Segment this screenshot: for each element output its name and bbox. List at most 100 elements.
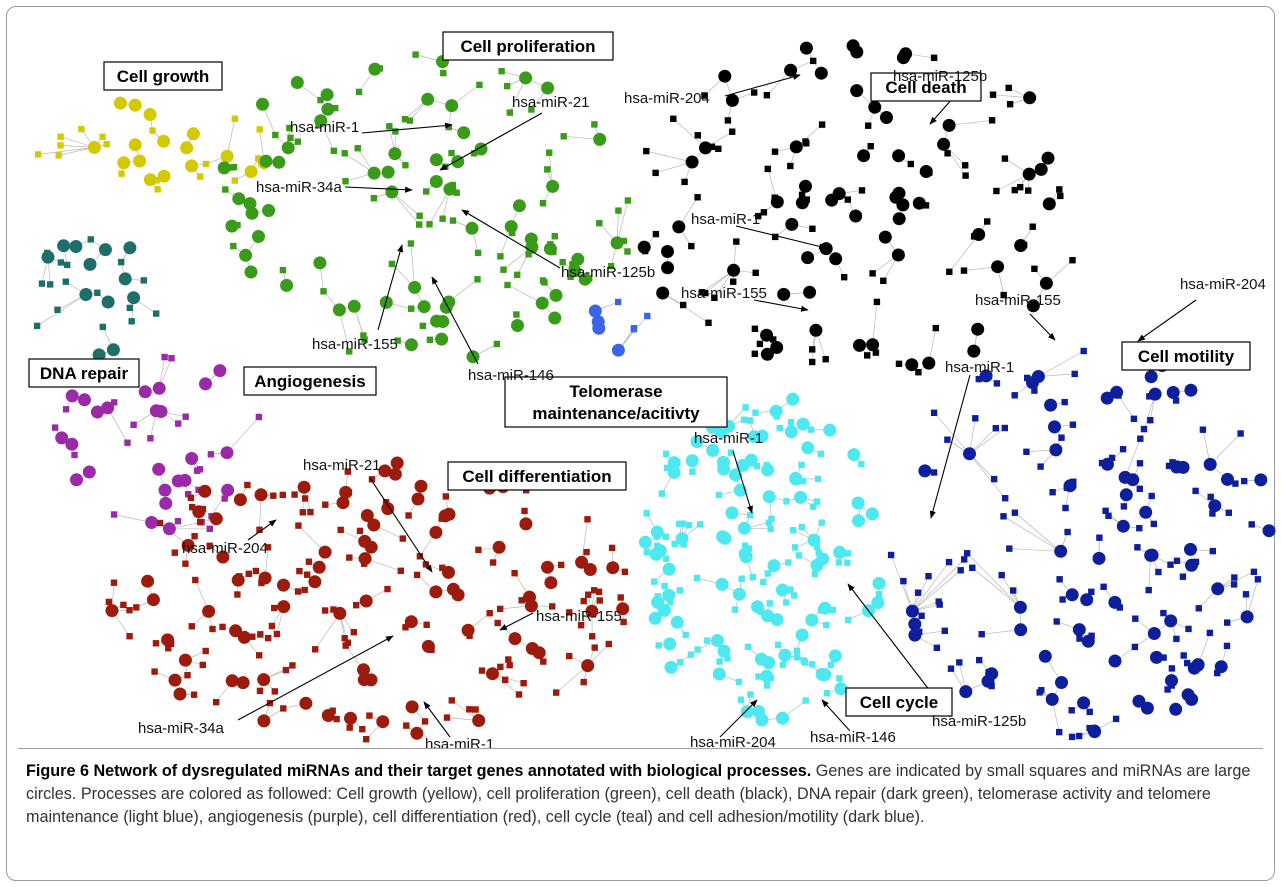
mirna-node — [213, 364, 227, 378]
mirna-arrow — [237, 635, 394, 721]
gene-node — [569, 261, 576, 268]
mirna-node — [1214, 660, 1228, 674]
gene-node — [1057, 192, 1064, 200]
gene-node — [360, 332, 367, 339]
cluster-title-cell-growth: Cell growth — [103, 61, 223, 91]
gene-node — [500, 266, 507, 273]
gene-node — [152, 640, 160, 647]
mirna-node — [98, 243, 112, 257]
gene-node — [255, 155, 262, 162]
mirna-arrow — [431, 276, 479, 365]
mirna-node — [716, 455, 730, 469]
gene-node — [753, 462, 761, 470]
gene-node — [401, 116, 409, 123]
mirna-node — [664, 660, 678, 674]
mirna-node — [789, 471, 803, 485]
gene-node — [1070, 478, 1077, 485]
gene-node — [255, 413, 263, 421]
gene-node — [544, 166, 551, 173]
figure-number: Figure 6 — [26, 762, 89, 780]
mirna-arrow — [423, 701, 451, 738]
gene-node — [171, 549, 178, 556]
gene-node — [57, 133, 64, 140]
gene-node — [304, 571, 311, 578]
gene-node — [299, 509, 306, 516]
gene-node — [624, 197, 632, 204]
network-edge — [966, 553, 1021, 608]
gene-node — [185, 491, 192, 498]
mirna-node — [299, 696, 313, 710]
gene-node — [962, 162, 969, 169]
mirna-node — [891, 248, 905, 262]
gene-node — [802, 138, 809, 145]
gene-node — [794, 654, 801, 661]
gene-node — [735, 678, 743, 686]
gene-node — [711, 294, 718, 301]
gene-node — [1167, 561, 1174, 568]
gene-node — [831, 656, 838, 663]
mirna-node — [1166, 386, 1180, 399]
gene-node — [960, 267, 968, 274]
gene-node — [815, 549, 822, 556]
mirna-node — [336, 496, 350, 510]
network-edge — [226, 416, 260, 453]
mirna-node — [662, 562, 676, 576]
mirna-node — [657, 603, 671, 617]
network-edge — [646, 150, 693, 163]
mirna-node — [113, 96, 127, 110]
gene-node — [105, 598, 113, 606]
gene-node — [515, 691, 523, 698]
mirna-node — [588, 304, 602, 318]
mirna-node — [117, 156, 131, 170]
gene-node — [755, 212, 762, 220]
network-edge — [38, 147, 95, 155]
gene-node — [916, 628, 923, 635]
mirna-node — [866, 338, 880, 352]
mirna-node — [128, 138, 142, 152]
gene-node — [785, 559, 792, 566]
network-edge — [314, 613, 341, 650]
mirna-arrow — [724, 73, 801, 97]
gene-node — [1069, 421, 1077, 428]
mirna-label-cell-differentiation: hsa-miR-21 — [303, 457, 381, 474]
gene-node — [992, 425, 999, 432]
gene-node — [449, 217, 457, 224]
mirna-node — [1147, 627, 1161, 640]
gene-node — [841, 274, 848, 281]
mirna-node — [178, 473, 192, 487]
gene-node — [256, 526, 263, 533]
gene-node — [539, 200, 547, 207]
gene-node — [99, 323, 106, 331]
mirna-node — [606, 561, 620, 575]
gene-node — [416, 553, 424, 560]
gene-node — [448, 149, 455, 157]
mirna-label-cell-proliferation: hsa-miR-125b — [561, 264, 655, 281]
gene-node — [472, 706, 479, 713]
network-edge — [1246, 579, 1259, 617]
mirna-node — [461, 623, 475, 637]
gene-node — [865, 122, 872, 129]
cell-death-nodes — [637, 39, 1076, 376]
gene-node — [161, 353, 168, 361]
mirna-node — [834, 682, 848, 696]
gene-node — [925, 573, 932, 580]
mirna-arrow — [1137, 299, 1197, 342]
gene-node — [844, 550, 852, 557]
mirna-node — [706, 443, 720, 457]
gene-node — [1160, 654, 1167, 661]
gene-node — [553, 689, 560, 696]
mirna-node — [257, 673, 271, 687]
gene-node — [926, 169, 933, 176]
figure-caption-text: Genes are indicated by small squares and… — [26, 762, 1251, 826]
gene-node — [705, 319, 712, 326]
mirna-label-cell-proliferation: hsa-miR-34a — [256, 179, 343, 196]
mirna-node — [417, 300, 431, 314]
mirna-arrow — [377, 244, 404, 331]
dna-repair-nodes — [33, 236, 160, 362]
mirna-node — [1116, 519, 1130, 533]
gene-node — [752, 409, 759, 416]
gene-node — [1120, 503, 1128, 510]
gene-node — [872, 349, 880, 356]
gene-node — [219, 623, 226, 631]
mirna-node — [548, 311, 562, 325]
